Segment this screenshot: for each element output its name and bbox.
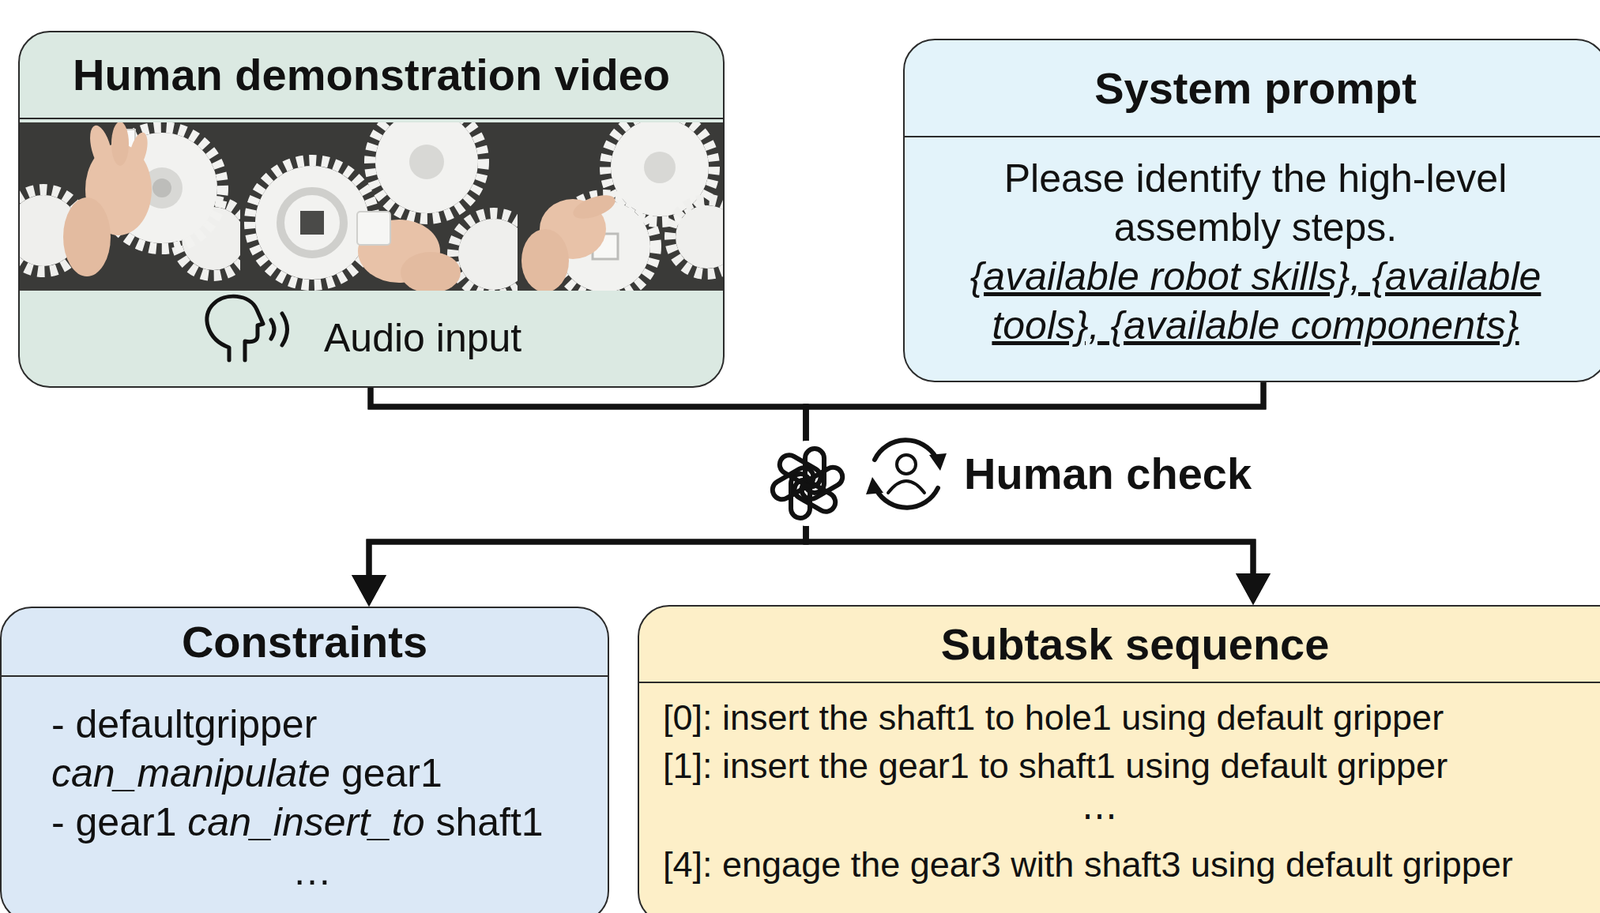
- ellipsis: ⋯: [1081, 790, 1118, 841]
- panel-title: Human demonstration video: [72, 48, 671, 102]
- arrowhead: [351, 575, 387, 607]
- arrowhead: [351, 575, 387, 607]
- panel-title: Constraints: [181, 616, 428, 669]
- panel-body: Please identify the high-level assembly …: [904, 137, 1600, 351]
- panel-header: Constraints: [1, 608, 608, 678]
- connector-line: [805, 382, 1264, 574]
- relation-term: can_manipulate: [51, 751, 331, 796]
- subtask-step: [4]: engage the gear3 with shaft3 using …: [662, 840, 1514, 889]
- prompt-panel: System promptPlease identify the high-le…: [903, 38, 1600, 383]
- panel-body: Audio input: [19, 119, 723, 363]
- relation-term: can_insert_to: [187, 800, 425, 845]
- panel-title: Subtask sequence: [941, 618, 1330, 671]
- panel-title: System prompt: [1094, 62, 1417, 115]
- arrowhead: [1235, 573, 1271, 606]
- panel-header: Subtask sequence: [639, 606, 1600, 684]
- connector-line: [368, 387, 806, 576]
- panel-body: [0]: insert the shaft1 to hole1 using de…: [639, 683, 1600, 889]
- flow-connector: [351, 382, 1264, 607]
- flow-connector: [370, 387, 1271, 606]
- subtask-step: [1]: insert the gear1 to shaft1 using de…: [662, 741, 1448, 791]
- ellipsis: …: [51, 847, 573, 896]
- flow-connector: [805, 382, 1271, 606]
- flow-connector: [351, 387, 806, 607]
- placeholder-text: {available robot skills}, {available too…: [955, 252, 1556, 351]
- connector-line: [370, 387, 1254, 574]
- panel-body: - defaultgripper can_manipulate gear1- g…: [1, 677, 608, 896]
- openai-logo: [764, 440, 851, 527]
- panel-header: System prompt: [904, 40, 1600, 138]
- connector-line: [368, 382, 1264, 576]
- panel-header: Human demonstration video: [19, 32, 723, 120]
- video-input-panel: Human demonstration videoAudio input: [18, 30, 725, 388]
- arrowhead: [1235, 573, 1271, 606]
- prompt-text: Please identify the high-level assembly …: [955, 154, 1556, 253]
- constraint-text: - gear1 can_insert_to shaft1: [51, 798, 573, 848]
- subtask-step: [0]: insert the shaft1 to hole1 using de…: [662, 693, 1444, 742]
- human-check-icon: [865, 432, 948, 516]
- body-text: Audio input: [323, 313, 723, 363]
- constraint-text: - defaultgripper can_manipulate gear1: [51, 700, 573, 799]
- subtask-panel: Subtask sequence [0]: insert the shaft1 t…: [637, 605, 1600, 913]
- step-label: Human check: [963, 446, 1252, 502]
- constraints-panel: Constraints - defaultgripper can_manipula…: [0, 606, 610, 913]
